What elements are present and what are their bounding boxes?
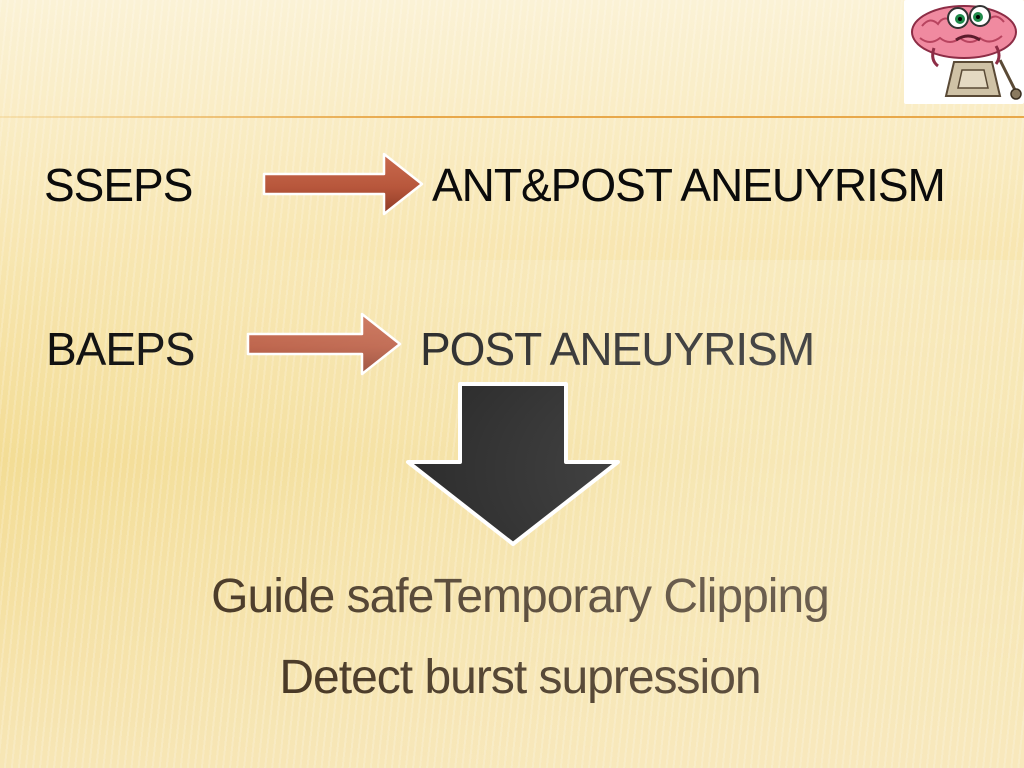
row2-left-label: BAEPS: [46, 323, 195, 375]
right-arrow-icon: [246, 312, 402, 376]
title-divider: [0, 116, 1024, 118]
down-arrow-icon: [406, 382, 620, 546]
right-arrow-icon: [262, 152, 424, 216]
conclusion-line-1: Guide safeTemporary Clipping: [211, 570, 830, 623]
row1-left-label: SSEPS: [44, 159, 193, 211]
row1-right-label: ANT&POST ANEUYRISM: [432, 159, 946, 211]
row2-right-label: POST ANEUYRISM: [420, 323, 815, 375]
brain-mascot-icon: [904, 0, 1024, 104]
conclusion-line-2: Detect burst supression: [279, 651, 761, 704]
